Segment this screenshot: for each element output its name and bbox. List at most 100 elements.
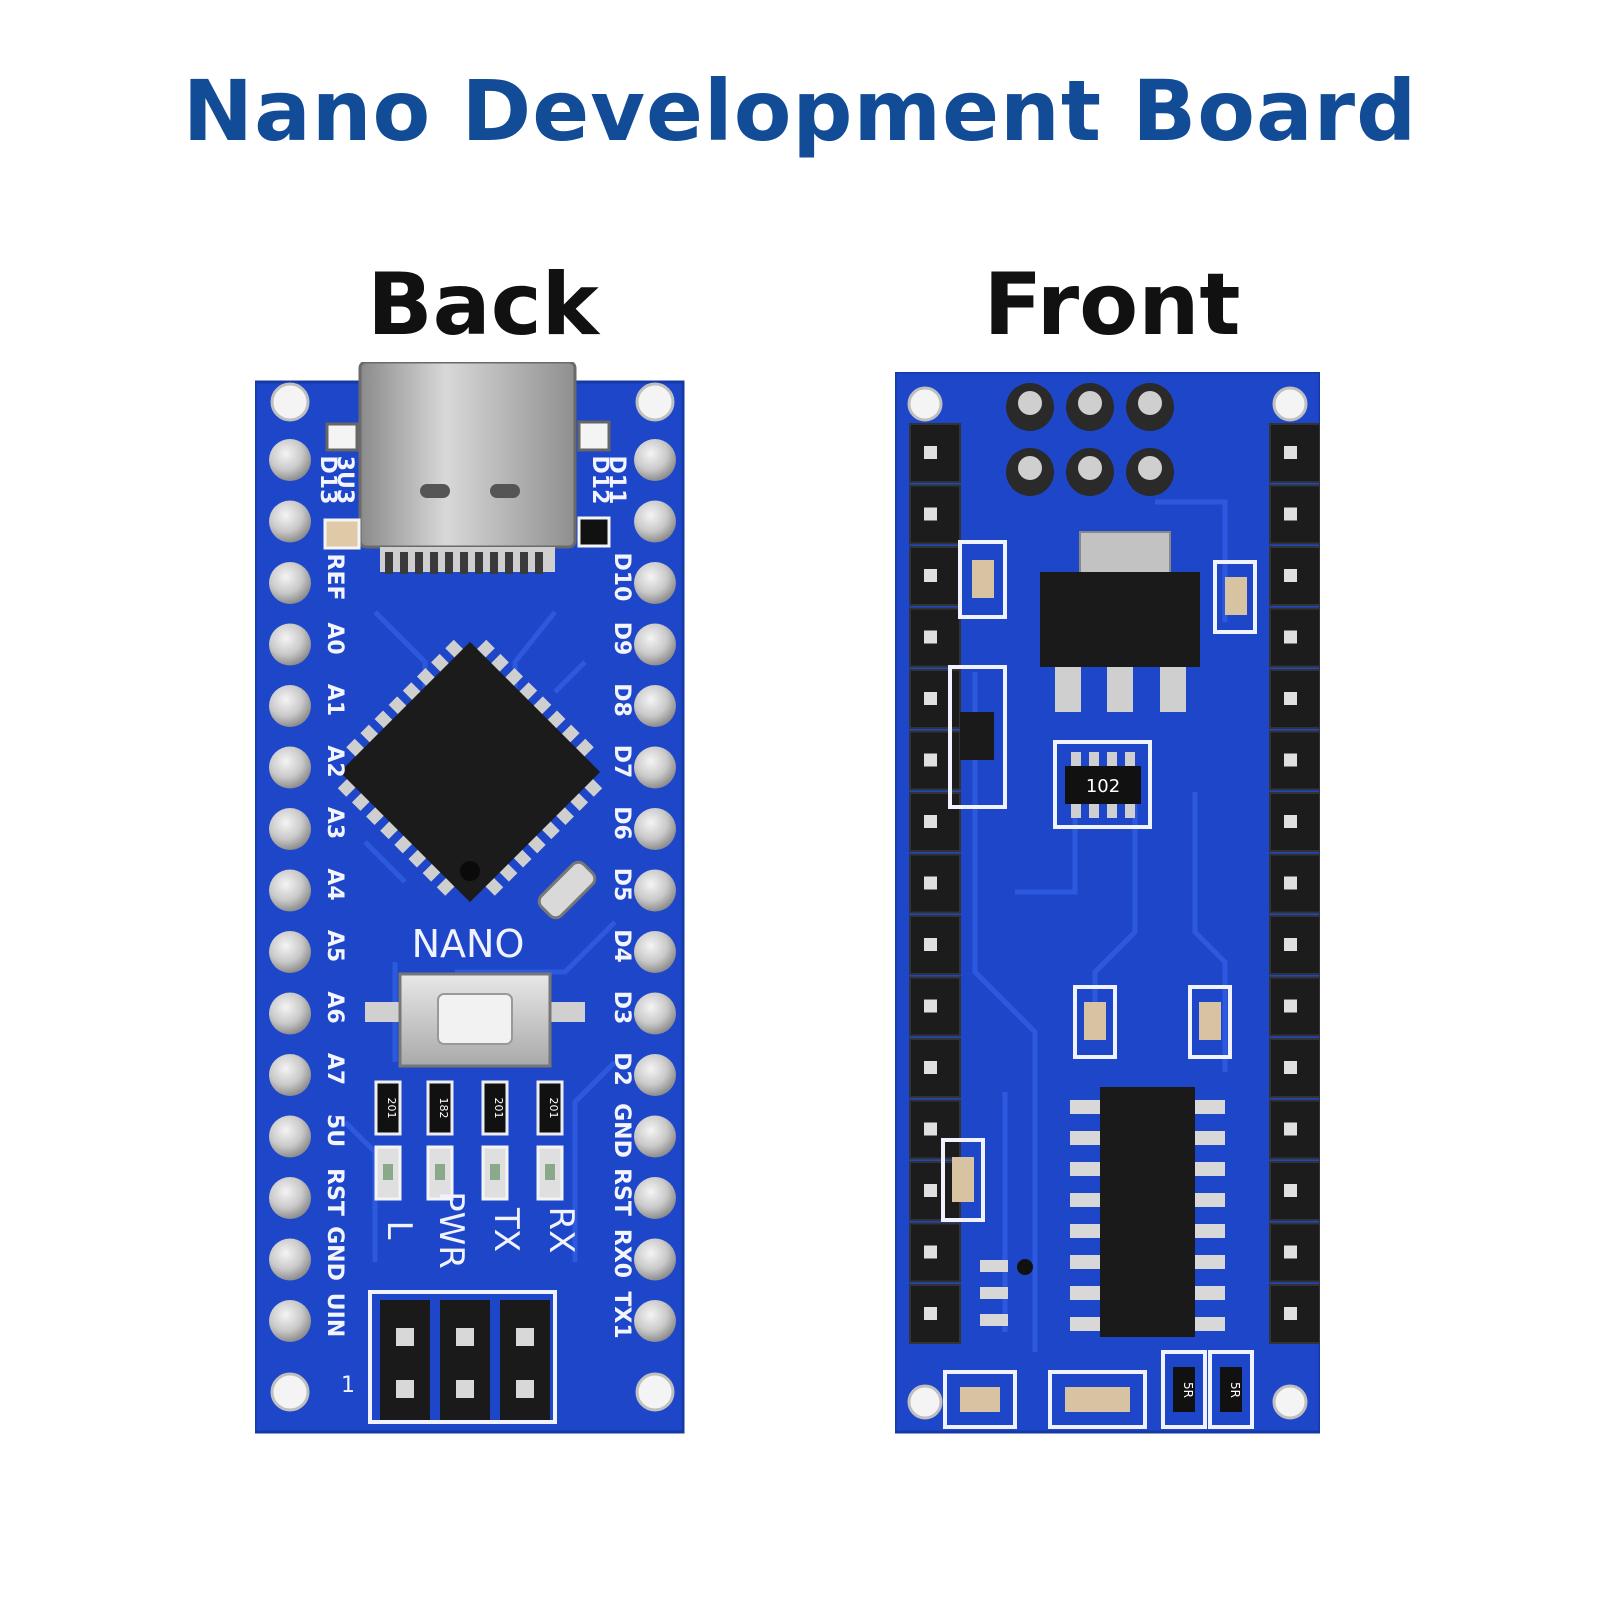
icsp-pins xyxy=(1006,383,1174,496)
pin-pad xyxy=(634,1238,676,1281)
led-label: L xyxy=(379,1221,419,1240)
header-pin-tip xyxy=(1284,1184,1297,1197)
resistor-network: 102 xyxy=(1053,740,1152,829)
pin-pad xyxy=(634,439,676,481)
nano-board-front: 102 5R 5R xyxy=(895,372,1320,1434)
chip-pin xyxy=(1070,1286,1100,1300)
header-pin-tip xyxy=(1284,815,1297,828)
led-die xyxy=(383,1164,393,1180)
header-pin-tip xyxy=(1284,1061,1297,1074)
chip-pin xyxy=(1195,1224,1225,1238)
pin-pad xyxy=(269,931,311,973)
pin-label-left: 5U xyxy=(322,1114,347,1147)
resistor-code: 182 xyxy=(437,1098,450,1119)
pin-label-left: A1 xyxy=(322,684,347,716)
microcontroller-chip xyxy=(337,639,603,903)
header-pin-tip xyxy=(1284,569,1297,582)
reset-button[interactable] xyxy=(365,972,585,1068)
crystal xyxy=(537,860,597,920)
chip-pin xyxy=(1070,1131,1100,1145)
header-pin-tip xyxy=(1284,507,1297,521)
pin-label-left: RST xyxy=(322,1168,347,1216)
header-pin-tip xyxy=(1284,630,1297,644)
icsp-header xyxy=(368,1290,557,1424)
chip-pin xyxy=(1070,1224,1100,1238)
resistor xyxy=(374,1080,402,1136)
pin-pad xyxy=(634,808,676,850)
icsp-pin xyxy=(1078,456,1102,480)
pin-pad xyxy=(269,869,311,912)
pin-label-left: GND xyxy=(322,1226,347,1281)
pin-pad xyxy=(269,500,311,543)
pin-label-top-left: 3U3 xyxy=(332,456,357,504)
pin-pad xyxy=(269,1300,311,1342)
pin-label-left: A4 xyxy=(322,868,347,900)
chip-pin xyxy=(1195,1162,1225,1176)
pin-label-left: A6 xyxy=(322,991,347,1023)
pin-label-left: A2 xyxy=(322,745,347,777)
pin-pad xyxy=(634,992,676,1035)
header-pin-tip xyxy=(924,1184,937,1197)
resistor-code: 201 xyxy=(385,1098,398,1119)
pin-pad xyxy=(269,808,311,850)
chip-pin xyxy=(1195,1286,1225,1300)
pin-pad xyxy=(634,1177,676,1219)
pin-pad xyxy=(634,623,676,666)
chip-pin xyxy=(1070,1193,1100,1207)
chip-pin xyxy=(1070,1255,1100,1269)
header-pin-tip xyxy=(924,876,937,890)
header-pin-tip xyxy=(1284,1122,1297,1136)
pin-label-right: D3 xyxy=(609,991,634,1025)
pin-pad xyxy=(634,746,676,789)
pin-label-right: GND xyxy=(609,1103,634,1158)
led-label: RX xyxy=(541,1207,581,1254)
chip-pin xyxy=(1195,1100,1225,1114)
bottom-resistors: 5R 5R xyxy=(1161,1350,1254,1429)
pin-pad xyxy=(634,869,676,912)
header-pin-tip xyxy=(924,569,937,582)
pin-label-left: A3 xyxy=(322,807,347,839)
header-pin-tip xyxy=(924,999,937,1013)
pin-pad xyxy=(634,1300,676,1342)
header-pin-tip xyxy=(924,815,937,828)
pin-headers xyxy=(909,423,1320,1344)
header-pin-tip xyxy=(1284,938,1297,951)
back-label: Back xyxy=(367,255,599,355)
pin-pads xyxy=(269,439,676,1342)
resistor-code: 201 xyxy=(492,1098,505,1119)
pin-label-right: D6 xyxy=(609,806,634,840)
pin-label-right: D5 xyxy=(609,868,634,902)
icsp-pin xyxy=(1018,456,1042,480)
pin-label-right: D2 xyxy=(609,1052,634,1086)
header-pin-tip xyxy=(924,507,937,521)
pin-label-right: D8 xyxy=(609,683,634,717)
smd-components xyxy=(941,540,1257,1429)
pin-pad xyxy=(269,562,311,604)
header-pin-tip xyxy=(924,938,937,951)
led-die xyxy=(435,1164,445,1180)
header-pin-tip xyxy=(1284,1245,1297,1259)
chip-pin xyxy=(1195,1193,1225,1207)
pin-pad xyxy=(634,1054,676,1096)
pcb-traces-front xyxy=(972,499,1228,1352)
resistor xyxy=(426,1080,454,1136)
header-pin-tip xyxy=(1284,692,1297,705)
pin-label-left: UIN xyxy=(322,1293,347,1337)
pin-label-left: REF xyxy=(322,554,347,601)
pin-pad xyxy=(269,1238,311,1281)
pin-label-right: D4 xyxy=(609,929,634,963)
pin-pad xyxy=(269,1054,311,1096)
pin-pad xyxy=(269,992,311,1035)
voltage-regulator xyxy=(1040,531,1200,712)
mounting-holes-front xyxy=(907,386,1308,1420)
header-pin-tip xyxy=(924,692,937,705)
pin-pad xyxy=(269,439,311,481)
header-pin-tip xyxy=(924,1307,937,1320)
header-pin xyxy=(1269,607,1320,668)
header-pin-tip xyxy=(924,446,937,459)
header-pin-tip xyxy=(924,1122,937,1136)
resistor-code: 201 xyxy=(547,1098,560,1119)
header-pin-tip xyxy=(1284,876,1297,890)
